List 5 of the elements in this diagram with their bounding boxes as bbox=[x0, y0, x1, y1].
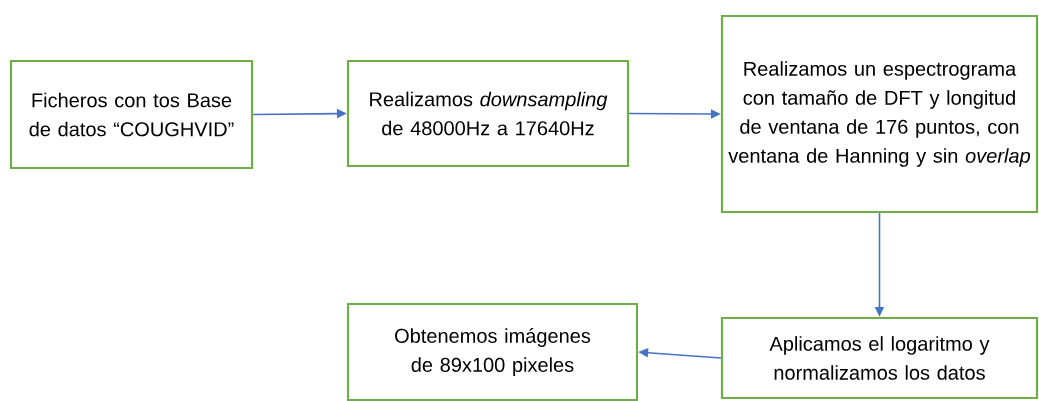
process-box: Ficheros con tos Base de datos “COUGHVID” bbox=[9, 59, 254, 170]
process-box: Realizamos downsampling de 48000Hz a 17640Hz bbox=[346, 59, 630, 168]
process-box: Obtenemos imágenes de 89x100 pixeles bbox=[346, 302, 639, 401]
process-box: Realizamos un espectrograma con tamaño de DFT y longitud de ventana de 176 puntos, con ventana de Hanning y sin overlap bbox=[720, 14, 1039, 214]
process-box: Aplicamos el logaritmo y normalizamos los datos bbox=[720, 316, 1039, 400]
